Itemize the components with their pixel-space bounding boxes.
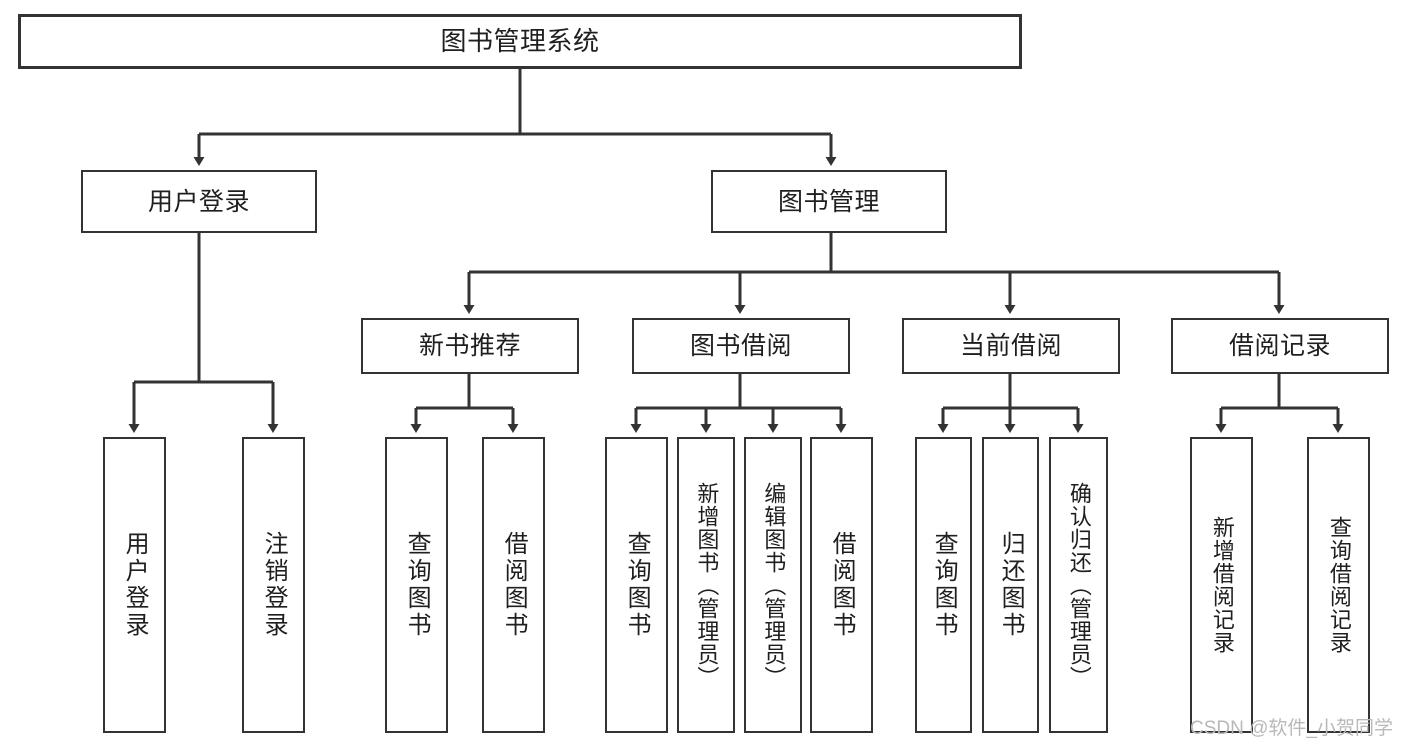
leaf-node-label: 编辑图书（管理员） bbox=[761, 481, 787, 689]
leaf-node[interactable]: 新增图书（管理员） bbox=[677, 437, 735, 733]
leaf-node[interactable]: 注销登录 bbox=[242, 437, 305, 733]
csdn-watermark: CSDN @软件_小贺同学 bbox=[1190, 718, 1393, 739]
leaf-node-label: 查询图书 bbox=[403, 531, 431, 639]
node-book-manage[interactable]: 图书管理 bbox=[711, 170, 947, 233]
node-user-login[interactable]: 用户登录 bbox=[81, 170, 317, 233]
leaf-node[interactable]: 查询图书 bbox=[915, 437, 972, 733]
leaf-node-label: 注销登录 bbox=[260, 531, 288, 639]
leaf-node[interactable]: 编辑图书（管理员） bbox=[744, 437, 802, 733]
node-borrow-record-label: 借阅记录 bbox=[1228, 332, 1331, 360]
leaf-node[interactable]: 借阅图书 bbox=[810, 437, 873, 733]
leaf-node-label: 归还图书 bbox=[997, 531, 1025, 639]
node-current-borrow[interactable]: 当前借阅 bbox=[902, 318, 1120, 374]
node-borrow-record[interactable]: 借阅记录 bbox=[1171, 318, 1389, 374]
leaf-node-label: 确认归还（管理员） bbox=[1066, 481, 1092, 689]
leaf-node[interactable]: 用户登录 bbox=[103, 437, 166, 733]
leaf-node[interactable]: 归还图书 bbox=[982, 437, 1039, 733]
leaf-node-label: 借阅图书 bbox=[828, 531, 856, 639]
leaf-node[interactable]: 借阅图书 bbox=[482, 437, 545, 733]
leaf-node-label: 查询借阅记录 bbox=[1326, 516, 1352, 654]
leaf-node-label: 新增借阅记录 bbox=[1209, 516, 1235, 654]
leaf-node-label: 查询图书 bbox=[623, 531, 651, 639]
node-root-label: 图书管理系统 bbox=[440, 25, 600, 56]
leaf-node[interactable]: 查询图书 bbox=[385, 437, 448, 733]
node-root[interactable]: 图书管理系统 bbox=[18, 14, 1022, 69]
leaf-node[interactable]: 新增借阅记录 bbox=[1190, 437, 1253, 733]
node-current-borrow-label: 当前借阅 bbox=[959, 332, 1062, 360]
node-new-book-recommend[interactable]: 新书推荐 bbox=[361, 318, 579, 374]
leaf-node-label: 查询图书 bbox=[930, 531, 958, 639]
node-book-borrow-label: 图书借阅 bbox=[689, 332, 792, 360]
node-user-login-label: 用户登录 bbox=[147, 187, 250, 216]
leaf-node[interactable]: 查询图书 bbox=[605, 437, 668, 733]
node-book-manage-label: 图书管理 bbox=[777, 187, 880, 216]
leaf-node-label: 用户登录 bbox=[121, 531, 149, 639]
leaf-node-label: 新增图书（管理员） bbox=[694, 481, 720, 689]
node-book-borrow[interactable]: 图书借阅 bbox=[632, 318, 850, 374]
leaf-node[interactable]: 查询借阅记录 bbox=[1307, 437, 1370, 733]
leaf-node-label: 借阅图书 bbox=[500, 531, 528, 639]
leaf-node[interactable]: 确认归还（管理员） bbox=[1049, 437, 1108, 733]
node-new-book-recommend-label: 新书推荐 bbox=[418, 332, 521, 360]
